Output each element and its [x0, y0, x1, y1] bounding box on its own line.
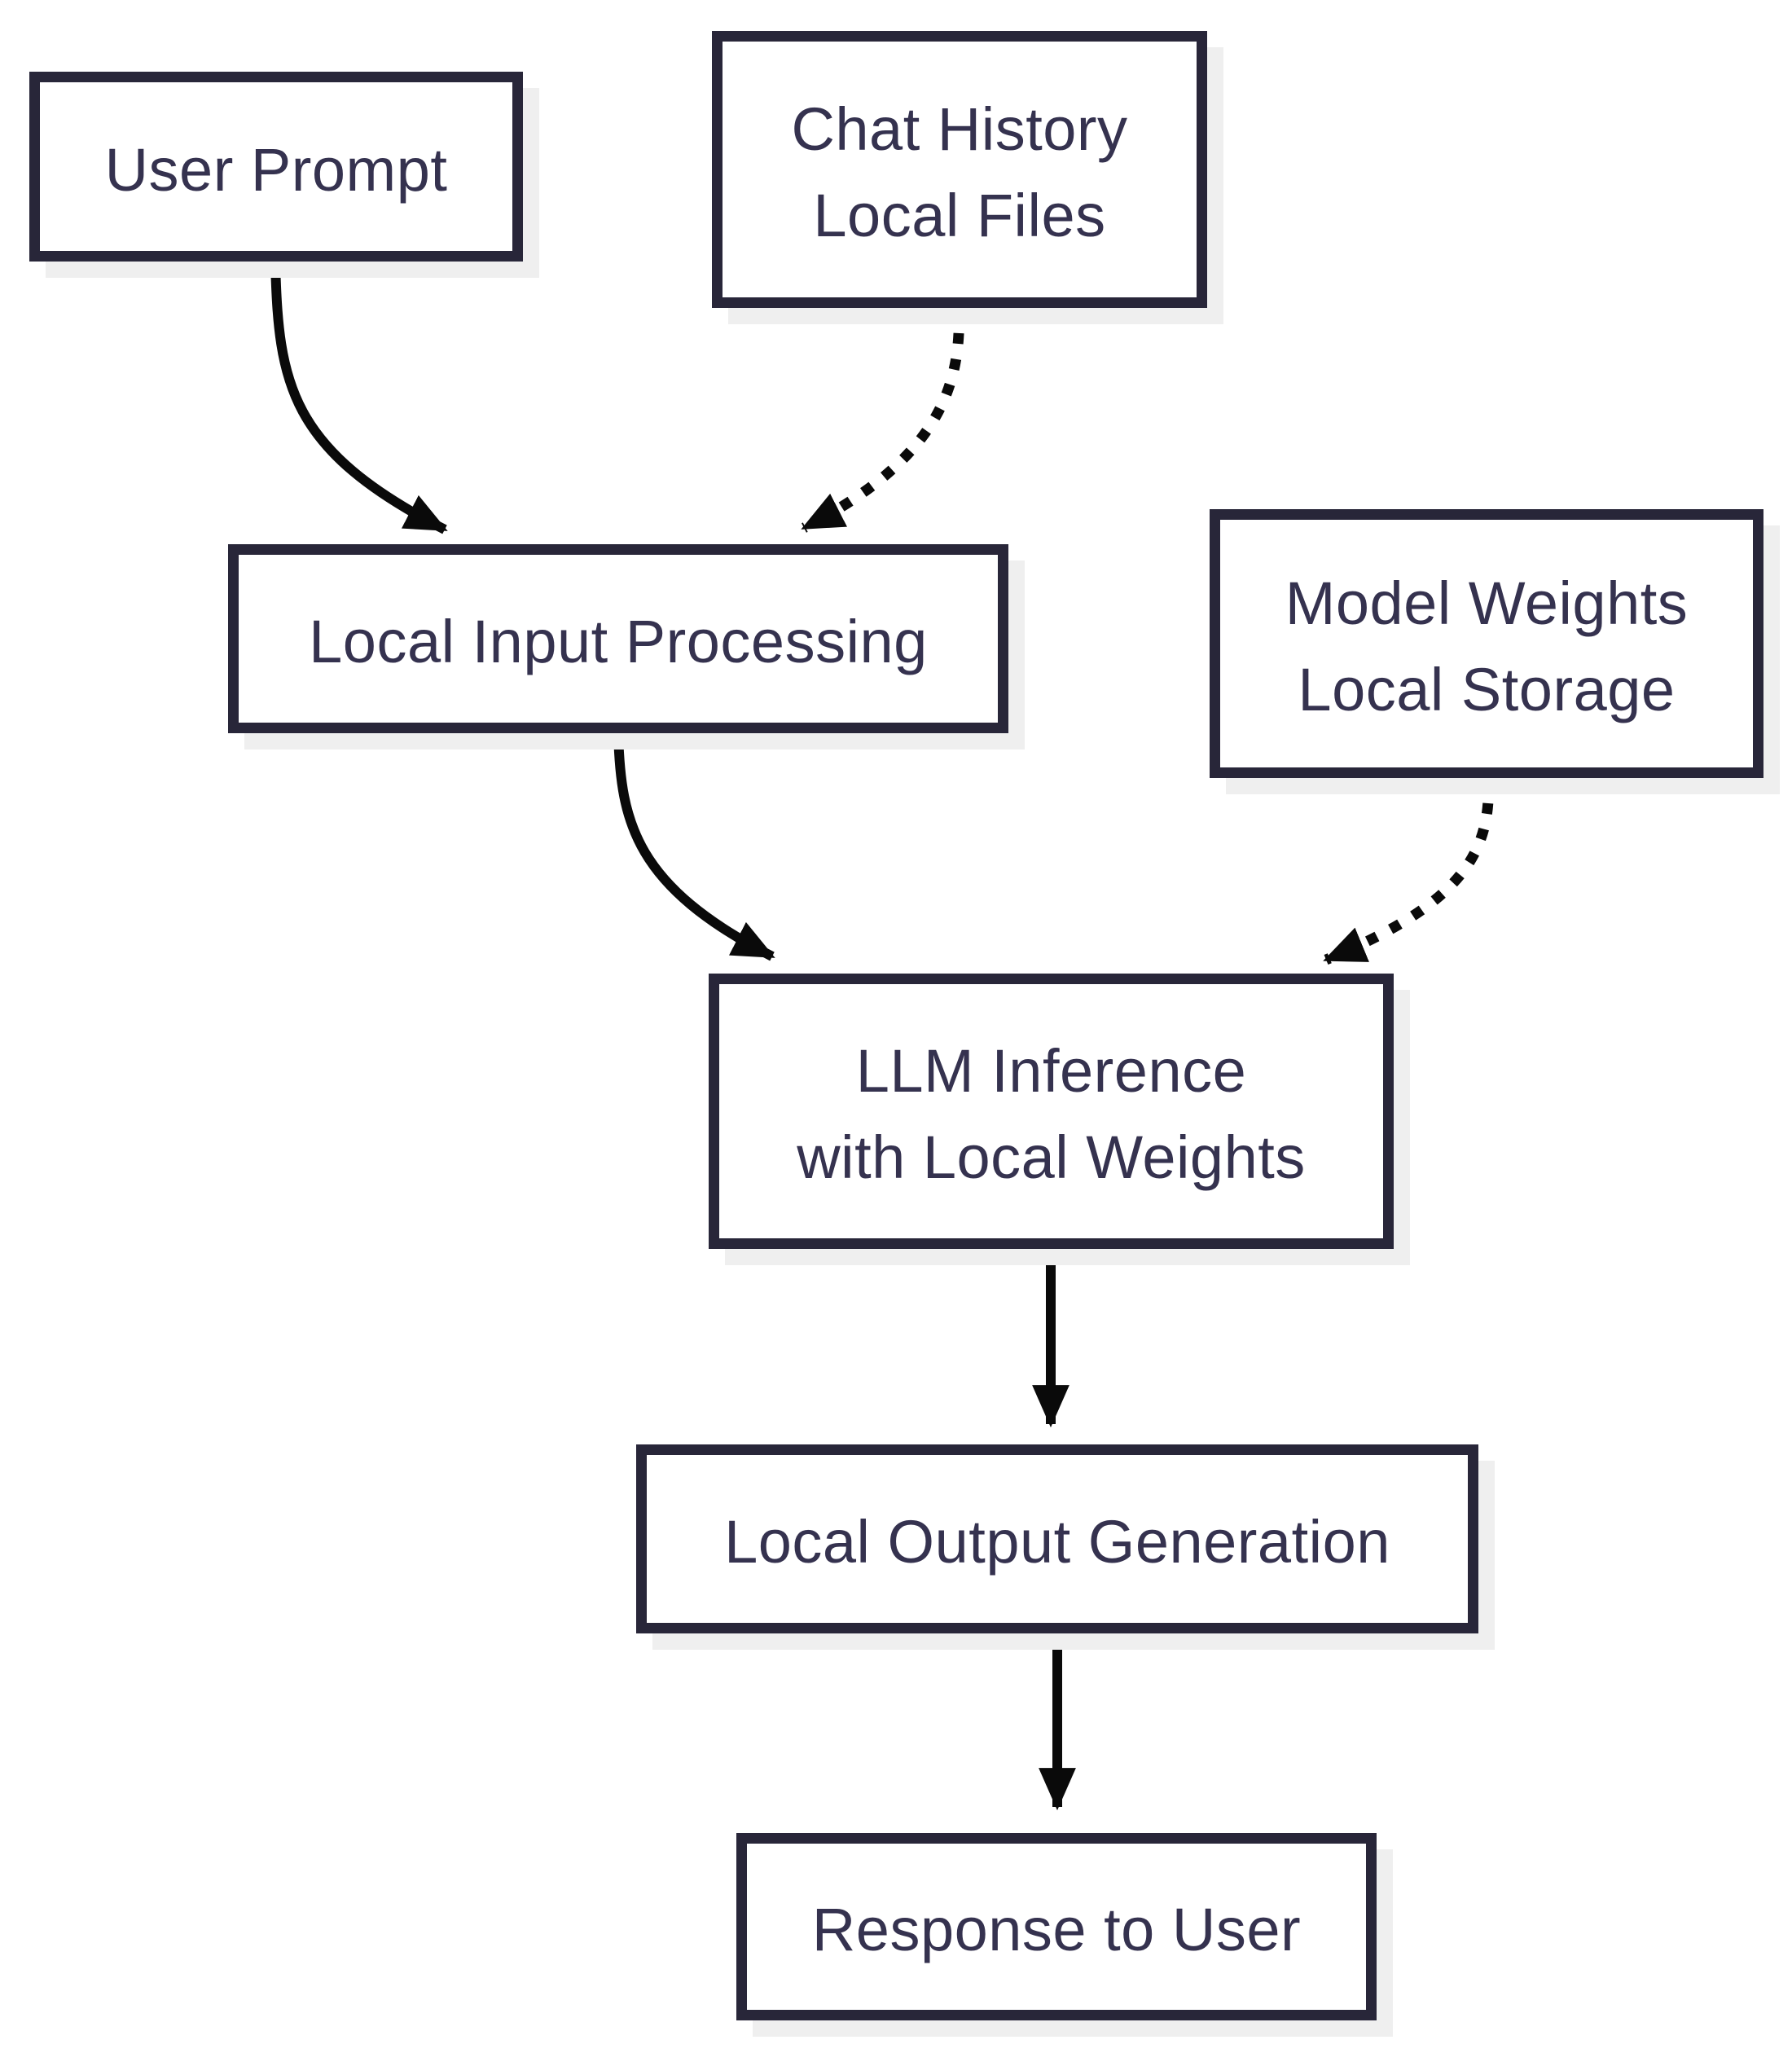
node-llm-inference: LLM Inference with Local Weights	[709, 974, 1394, 1249]
edge-model-weights-to-llm-inference	[1323, 776, 1494, 965]
node-model-weights: Model Weights Local Storage	[1210, 509, 1763, 778]
node-local-input-processing-label: Local Input Processing	[309, 608, 928, 675]
node-llm-inference-label-line1: LLM Inference	[855, 1037, 1247, 1105]
node-model-weights-label-line2: Local Storage	[1298, 656, 1676, 723]
node-local-output-generation-label: Local Output Generation	[724, 1508, 1390, 1576]
node-chat-history: Chat History Local Files	[712, 31, 1207, 308]
node-response-to-user: Response to User	[736, 1833, 1377, 2020]
node-response-to-user-label: Response to User	[811, 1896, 1302, 1963]
node-local-input-processing: Local Input Processing	[228, 544, 1008, 733]
node-model-weights-label-line1: Model Weights	[1285, 569, 1689, 637]
edge-chat-history-to-local-input	[801, 306, 964, 533]
edge-user-prompt-to-local-input	[270, 262, 448, 534]
edge-local-input-to-llm-inference	[613, 732, 775, 961]
node-chat-history-label-line1: Chat History	[791, 95, 1128, 163]
node-user-prompt-label: User Prompt	[104, 135, 448, 204]
node-local-output-generation: Local Output Generation	[636, 1444, 1478, 1633]
node-llm-inference-label-line2: with Local Weights	[797, 1123, 1306, 1191]
node-chat-history-label-line2: Local Files	[813, 182, 1106, 249]
node-user-prompt: User Prompt	[29, 72, 523, 262]
